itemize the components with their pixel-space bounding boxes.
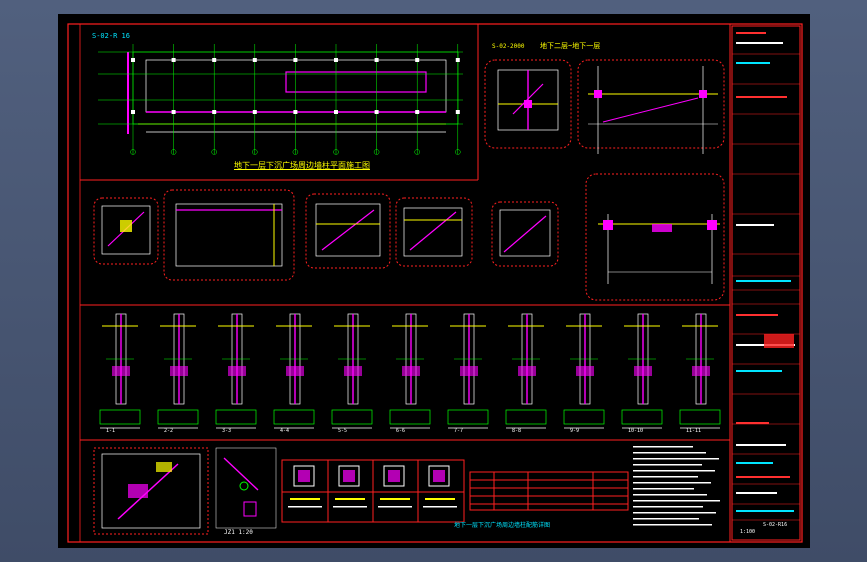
drawing-number: S-02-R16 bbox=[763, 522, 788, 528]
section-label: 9-9 bbox=[570, 428, 580, 434]
section-label: 4-4 bbox=[280, 428, 290, 434]
bottom-center-title: 地下一层下沉广场周边墙柱配筋详图 bbox=[454, 522, 551, 529]
wall-section[interactable] bbox=[505, 313, 547, 429]
section-label: 5-5 bbox=[338, 428, 348, 434]
detail-mid-3[interactable] bbox=[305, 193, 391, 269]
section-label: 6-6 bbox=[396, 428, 406, 434]
detail-bottom-small[interactable] bbox=[215, 447, 277, 529]
wall-section[interactable] bbox=[273, 313, 315, 429]
detail-top-right-1[interactable] bbox=[484, 59, 572, 149]
wall-section[interactable] bbox=[679, 313, 721, 429]
section-label: 8-8 bbox=[512, 428, 522, 434]
sheet-ref-top-mid: S-02-2000 bbox=[492, 43, 525, 50]
sheet-ref-top-left: S-02-R 16 bbox=[92, 32, 130, 40]
detail-mid-5[interactable] bbox=[491, 201, 559, 267]
section-label: 10-10 bbox=[628, 428, 644, 434]
wall-section[interactable] bbox=[99, 313, 141, 429]
title-block[interactable] bbox=[731, 25, 801, 541]
detail-title-top: 地下二层~地下一层 bbox=[540, 42, 601, 50]
detail-mid-6[interactable] bbox=[585, 173, 725, 301]
wall-section[interactable] bbox=[331, 313, 373, 429]
bottom-left-label: JZ1 1:20 bbox=[224, 529, 253, 536]
plan-title: 地下一层下沉广场周边墙柱平面施工图 bbox=[234, 161, 370, 170]
wall-section[interactable] bbox=[621, 313, 663, 429]
detail-mid-2[interactable] bbox=[163, 189, 295, 281]
wall-section[interactable] bbox=[157, 313, 199, 429]
wall-sections-row[interactable] bbox=[99, 313, 721, 429]
detail-mid-4[interactable] bbox=[395, 197, 473, 267]
scale-note: 1:100 bbox=[740, 529, 756, 535]
wall-section[interactable] bbox=[447, 313, 489, 429]
section-label: 7-7 bbox=[454, 428, 464, 434]
section-label: 2-2 bbox=[164, 428, 174, 434]
column-schedule-table[interactable] bbox=[281, 459, 465, 523]
cad-drawing bbox=[67, 23, 803, 543]
rebar-table[interactable] bbox=[469, 471, 629, 511]
main-floor-plan[interactable] bbox=[98, 44, 463, 155]
wall-section[interactable] bbox=[563, 313, 605, 429]
detail-bottom-left[interactable] bbox=[93, 447, 209, 535]
section-label: 3-3 bbox=[222, 428, 232, 434]
wall-section[interactable] bbox=[389, 313, 431, 429]
wall-section[interactable] bbox=[215, 313, 257, 429]
drawing-sheet[interactable]: S-02-R 16 S-02-2000 地下二层~地下一层 地下一层下沉广场周边… bbox=[58, 14, 810, 548]
detail-top-right-2[interactable] bbox=[577, 59, 725, 154]
general-notes bbox=[633, 446, 720, 526]
detail-mid-1[interactable] bbox=[93, 197, 159, 265]
section-label: 1-1 bbox=[106, 428, 116, 434]
section-label: 11-11 bbox=[686, 428, 702, 434]
